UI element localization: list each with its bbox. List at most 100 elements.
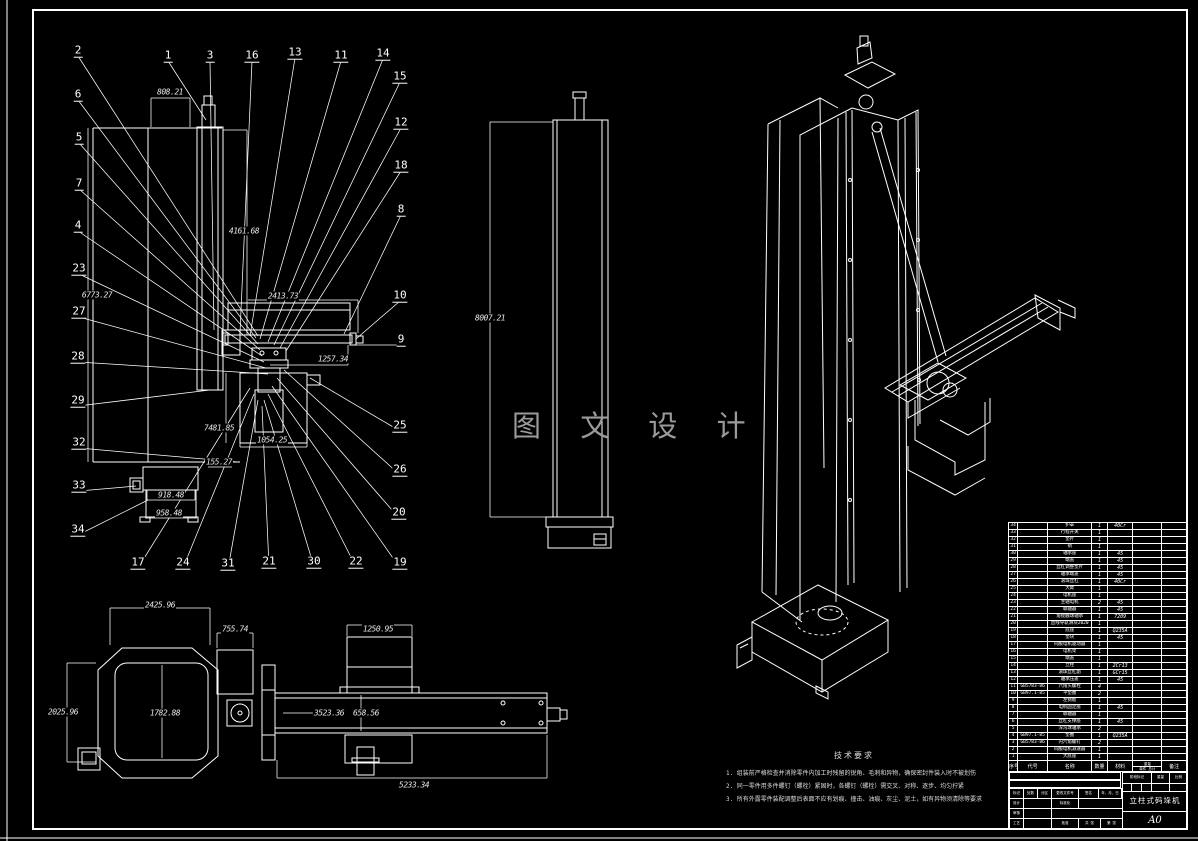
bom-cell-name: 角接触球轴承 [1047, 613, 1093, 621]
bom-cell-mat [1106, 697, 1134, 705]
bom-cell-mat [1106, 592, 1134, 600]
bom-cell-rm [1161, 599, 1187, 607]
watermark-text: 图 文 设 计 [512, 409, 761, 443]
bom-cell-mat: 45 [1106, 599, 1134, 607]
bom-cell-wt [1132, 683, 1163, 691]
bom-cell-no: 26 [1007, 578, 1019, 586]
leader-line-1 [167, 60, 207, 121]
bom-cell-wt [1132, 634, 1163, 642]
drawing-title: 立柱式码垛机 [1122, 791, 1188, 812]
bom-cell-rm [1161, 697, 1187, 705]
bom-cell-code [1017, 634, 1049, 642]
part-callout-13: 13 [287, 45, 303, 60]
part-callout-11: 11 [333, 48, 349, 63]
bom-cell-wt [1132, 669, 1163, 677]
bom-cell-code [1017, 550, 1049, 558]
leader-line-8 [343, 214, 402, 335]
bom-cell-rm [1161, 648, 1187, 656]
bom-cell-no: 19 [1007, 627, 1019, 635]
bom-cell-no: 29 [1007, 557, 1019, 565]
bom-cell-name: 销 [1047, 543, 1093, 551]
part-callout-7: 7 [74, 176, 84, 191]
bom-cell-name: 滚珠丝杠副 [1047, 669, 1093, 677]
bom-cell-mat: 40Cr [1106, 522, 1134, 530]
bom-cell-name: 六角头螺栓 [1047, 683, 1093, 691]
bom-cell-rm [1161, 564, 1187, 572]
bom-cell-qty: 1 [1091, 557, 1108, 565]
bom-cell-qty: 1 [1091, 732, 1108, 740]
bom-cell-code [1017, 697, 1049, 705]
leader-line-18 [285, 170, 402, 352]
bom-cell-code [1017, 641, 1049, 649]
bom-cell-qty: 1 [1091, 620, 1108, 628]
leader-line-13 [249, 57, 296, 337]
bom-cell-rm [1161, 669, 1187, 677]
bom-cell-rm [1161, 627, 1187, 635]
bom-cell-no: 16 [1007, 648, 1019, 656]
bom-cell-qty: 1 [1091, 753, 1108, 761]
bom-cell-qty: 1 [1091, 718, 1108, 726]
bom-cell-no: 12 [1007, 676, 1019, 684]
bom-cell-name: 垫圈 [1047, 732, 1093, 740]
bom-cell-no: 6 [1007, 718, 1019, 726]
sheet-size: A0 [1122, 811, 1188, 830]
part-callout-1: 1 [163, 48, 173, 63]
bom-cell-wt [1132, 746, 1163, 754]
bom-cell-mat [1106, 683, 1134, 691]
bom-cell-name: 电机固定座 [1047, 704, 1093, 712]
dimension-label: 918.48 [157, 490, 185, 500]
dimension-label: 5233.34 [397, 780, 431, 790]
bom-cell-code [1017, 599, 1049, 607]
bom-cell-code [1017, 571, 1049, 579]
bom-cell-mat [1106, 655, 1134, 663]
part-callout-30: 30 [306, 554, 322, 569]
bom-cell-mat: 45 [1106, 571, 1134, 579]
part-callout-32: 32 [71, 435, 87, 450]
part-callout-31: 31 [220, 556, 236, 571]
dimension-label: 2413.73 [266, 291, 300, 301]
dimension-label: 6773.27 [80, 290, 114, 300]
bom-cell-rm [1161, 718, 1187, 726]
bom-cell-rm [1161, 683, 1187, 691]
part-callout-23: 23 [71, 261, 87, 276]
bom-cell-wt [1132, 585, 1163, 593]
part-callout-14: 14 [375, 46, 391, 61]
part-callout-29: 29 [70, 393, 86, 408]
bom-cell-name: 丝杠调整垫片 [1047, 564, 1093, 572]
bom-cell-code [1017, 725, 1049, 733]
part-callout-10: 10 [392, 288, 408, 303]
bom-cell-wt [1132, 557, 1163, 565]
bom-cell-code [1017, 746, 1049, 754]
dimension-label: 155.27 [205, 457, 233, 467]
bom-cell-qty: 1 [1091, 704, 1108, 712]
tb-process-sign [1023, 818, 1052, 830]
bom-cell-code [1017, 592, 1049, 600]
bom-cell-rm [1161, 578, 1187, 586]
bom-cell-wt [1132, 732, 1163, 740]
bom-cell-qty: 2 [1091, 599, 1108, 607]
technical-note-line: 2. 同一零件用多件螺钉（螺栓）紧固时，各螺钉（螺栓）需交叉、对称、逐步、均匀拧… [726, 782, 965, 790]
tb-sheet-total: 共 张 [1078, 818, 1101, 830]
bom-cell-no: 4 [1007, 732, 1019, 740]
bom-cell-no: 1 [1007, 753, 1019, 761]
bom-cell-mat [1106, 543, 1134, 551]
bom-cell-rm [1161, 690, 1187, 698]
bom-cell-no: 15 [1007, 655, 1019, 663]
bom-cell-wt [1132, 704, 1163, 712]
bom-cell-no: 21 [1007, 613, 1019, 621]
parts-list-header-row: 序号 代号 名称 数量 材料 重量 单件 总计 备注 [1007, 760, 1187, 772]
bom-cell-mat: 45 [1106, 550, 1134, 558]
bom-cell-qty: 1 [1091, 613, 1108, 621]
bom-cell-mat: 45 [1106, 704, 1134, 712]
bom-cell-qty: 1 [1091, 648, 1108, 656]
